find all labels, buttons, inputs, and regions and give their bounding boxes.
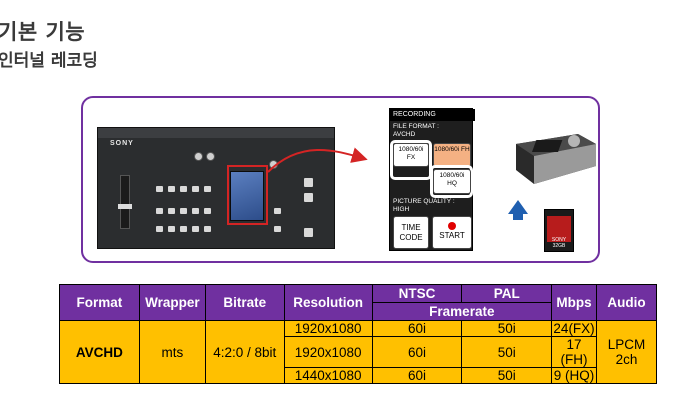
picture-quality-label: PICTURE QUALITY : — [393, 198, 455, 205]
file-format-label: FILE FORMAT : — [393, 123, 439, 130]
cell-resolution: 1440x1080 — [283, 367, 373, 384]
cell-mbps: 9 (HQ) — [551, 367, 598, 384]
fader-cap — [118, 204, 132, 209]
sd-card-text: SONY 32GB — [551, 237, 567, 249]
cell-ntsc: 60i — [371, 336, 463, 368]
device-brand-logo: SONY — [110, 140, 134, 147]
slide-title: 기본 기능 — [0, 20, 86, 44]
header-ntsc: NTSC — [371, 284, 463, 303]
header-resolution: Resolution — [283, 284, 373, 321]
header-wrapper: Wrapper — [138, 284, 206, 321]
device-button — [180, 186, 187, 192]
cell-audio: LPCM 2ch — [596, 320, 657, 384]
start-button[interactable]: START — [432, 216, 472, 249]
recording-menu-panel: RECORDING FILE FORMAT : AVCHD 1080/60i F… — [389, 108, 475, 251]
device-button — [156, 208, 163, 214]
device-button — [192, 208, 199, 214]
device-button — [192, 186, 199, 192]
sd-card-image: SONY 32GB — [544, 209, 574, 252]
record-dot-icon — [448, 222, 456, 230]
cell-ntsc: 60i — [371, 367, 463, 384]
cell-ntsc: 60i — [371, 320, 463, 337]
table-row: AVCHD mts 4:2:0 / 8bit 1920x1080 60i 50i… — [59, 320, 657, 384]
cell-wrapper: mts — [138, 320, 206, 384]
format-fh-button[interactable]: 1080/60i FH — [433, 143, 471, 167]
device-connector-strip — [98, 128, 334, 138]
device-button — [180, 208, 187, 214]
cell-format: AVCHD — [59, 320, 140, 384]
device-lcd-screen — [230, 171, 264, 221]
device-button — [204, 208, 211, 214]
format-hq-button[interactable]: 1080/60i HQ — [433, 169, 471, 194]
table-header-row: Format Wrapper Bitrate Resolution NTSC P… — [59, 284, 657, 321]
header-mbps: Mbps — [551, 284, 598, 321]
cell-pal: 50i — [461, 336, 553, 368]
start-label: START — [439, 231, 465, 240]
camera-device-image — [516, 134, 596, 184]
device-button — [274, 226, 281, 232]
device-button — [204, 226, 211, 232]
switcher-device-image: SONY — [97, 127, 335, 249]
cell-resolution: 1920x1080 — [283, 320, 373, 337]
picture-quality-value: HIGH — [393, 206, 410, 213]
device-button — [168, 208, 175, 214]
sd-card-label — [547, 216, 571, 242]
table-row: 1440x1080 60i 50i 9 (HQ) — [60, 367, 657, 384]
hq-button-ring — [430, 165, 473, 198]
recording-panel-title: RECORDING — [390, 109, 475, 121]
header-pal: PAL — [461, 284, 553, 303]
cell-mbps: 17 (FH) — [551, 336, 598, 368]
device-button — [156, 226, 163, 232]
cell-mbps: 24(FX) — [551, 320, 598, 337]
device-button — [304, 228, 313, 237]
header-format: Format — [59, 284, 140, 321]
device-button — [192, 226, 199, 232]
device-button — [156, 186, 163, 192]
table-header-row: Framerate — [60, 302, 657, 321]
device-fader — [118, 175, 132, 229]
audio-text: LPCM 2ch — [607, 337, 646, 367]
red-arrow — [267, 147, 368, 173]
header-bitrate: Bitrate — [204, 284, 285, 321]
cell-bitrate: 4:2:0 / 8bit — [204, 320, 285, 384]
format-fx-button[interactable]: 1080/60i FX — [393, 143, 429, 167]
device-button — [168, 226, 175, 232]
device-button — [168, 186, 175, 192]
device-button — [304, 178, 313, 187]
cell-pal: 50i — [461, 367, 553, 384]
screen-highlight-box — [227, 165, 268, 225]
device-button — [180, 226, 187, 232]
header-audio: Audio — [596, 284, 657, 321]
fx-button-ring — [390, 140, 432, 180]
cell-resolution: 1920x1080 — [283, 336, 373, 368]
slide-subtitle: 인터널 레코딩 — [0, 51, 98, 71]
cell-pal: 50i — [461, 320, 553, 337]
device-button — [304, 193, 313, 202]
time-code-button[interactable]: TIME CODE — [393, 216, 429, 249]
format-table: Format Wrapper Bitrate Resolution NTSC P… — [59, 284, 657, 384]
blue-up-arrow-icon — [508, 200, 528, 220]
device-knob — [206, 152, 215, 161]
device-knob — [194, 152, 203, 161]
device-button — [204, 186, 211, 192]
header-framerate: Framerate — [371, 302, 553, 321]
file-format-value: AVCHD — [393, 131, 416, 138]
device-button — [274, 208, 281, 214]
